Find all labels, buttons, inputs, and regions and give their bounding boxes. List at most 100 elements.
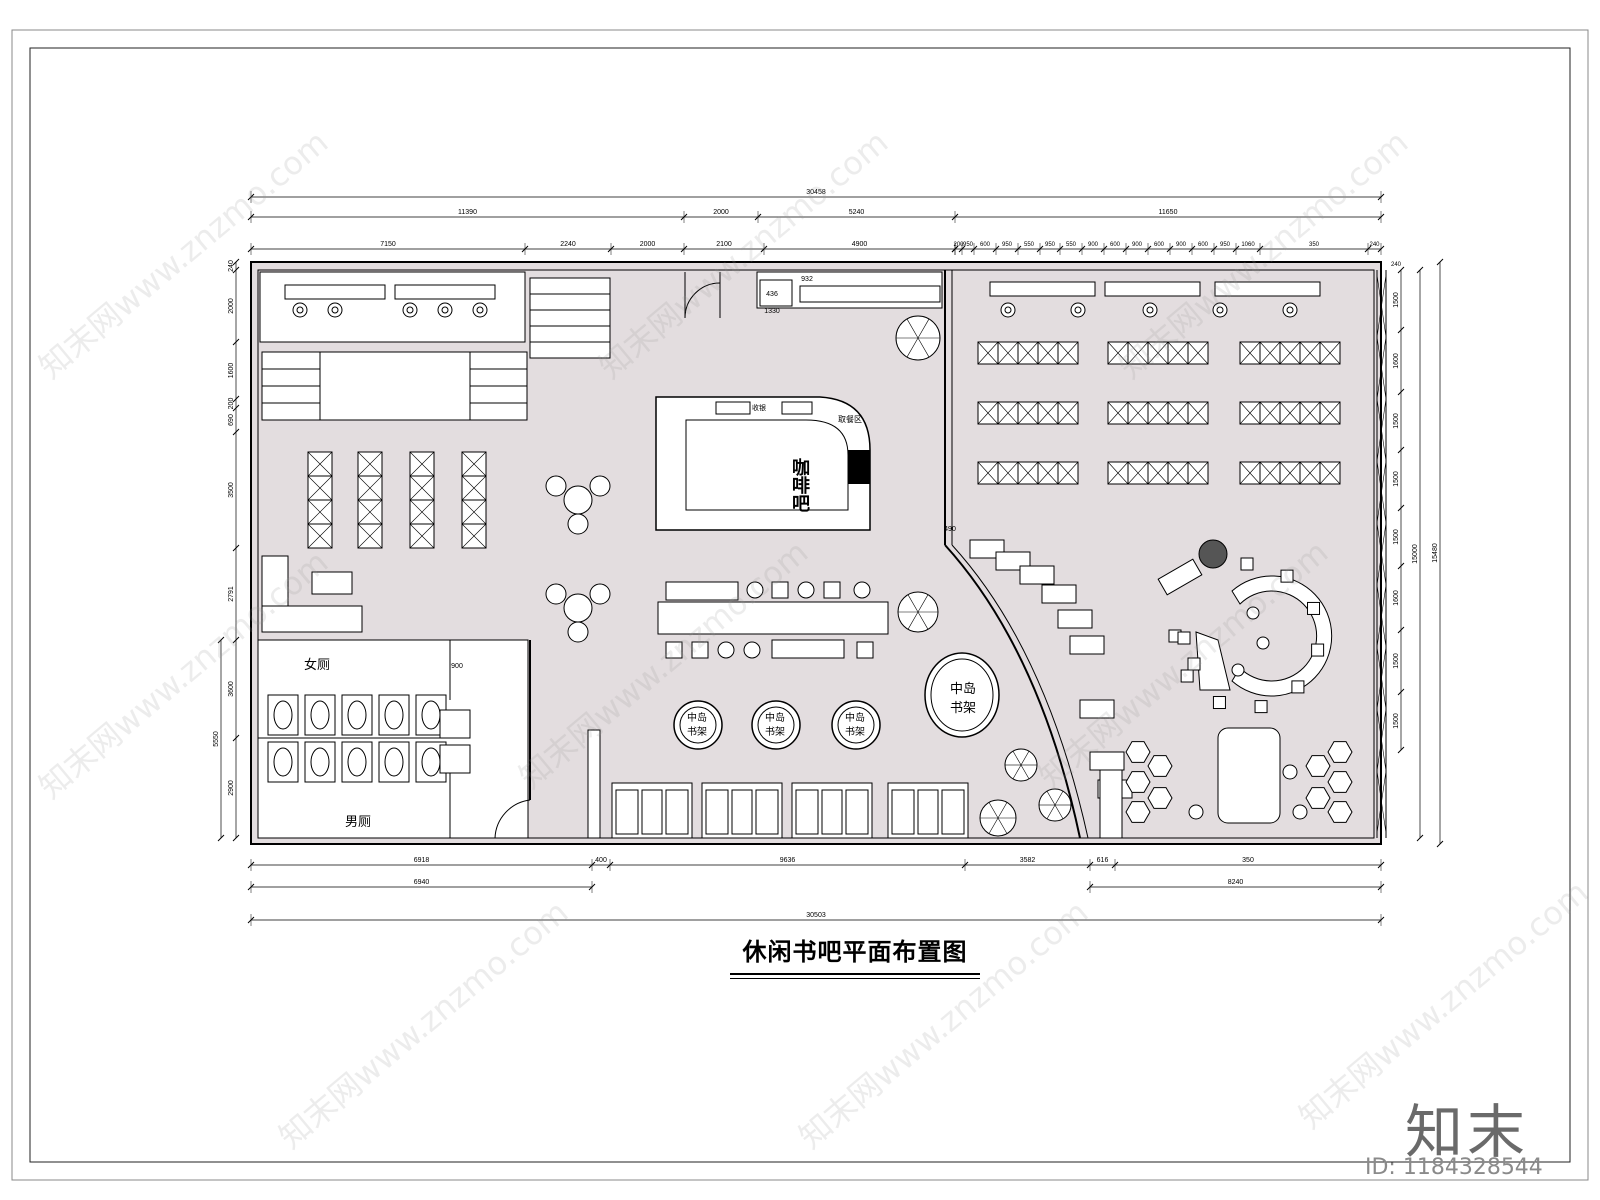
sofa-seat [705,789,729,835]
toilet-icon [347,700,367,730]
sofa-seat [755,789,779,835]
bar-stool [717,641,735,659]
shelf-cross [1239,461,1261,485]
sofa-seat [845,789,869,835]
shelf-cross [1127,341,1149,365]
dim-tick [1397,562,1405,570]
lounge-chair-inner [1074,306,1082,314]
shelf-cross [997,461,1019,485]
wall-panel [1376,708,1387,772]
dim-label: 1500 [1393,653,1400,669]
oval-island-line2: 书架 [950,700,976,715]
shelf-cross [1127,461,1149,485]
dim-label: 1060 [1241,242,1255,248]
dim-tick [1397,326,1405,334]
lounge-chair-inner [331,306,339,314]
dim-label: 900 [1132,242,1143,248]
top-left-lounge [259,271,526,343]
wall-panel [1376,460,1387,524]
shelf-cross [1147,461,1169,485]
dim-label: 2240 [560,241,576,248]
right-bottom-table [1217,727,1281,824]
dim-label: 490 [944,526,956,533]
lounge-chair [402,302,418,318]
dim-label: 15480 [1432,543,1439,563]
dim-label: 1500 [1393,529,1400,545]
stepped-seating [261,277,611,421]
shelf-cross [1187,461,1209,485]
dim-tick [1416,266,1424,274]
long-table-area [657,581,889,659]
round-table [563,593,593,623]
chair [589,475,611,497]
step [1041,584,1077,604]
chair [567,621,589,643]
lounge-chair [1142,302,1158,318]
step [1057,609,1093,629]
dim-label: 30458 [806,189,826,196]
bar-stool [771,581,789,599]
plant-leaf [1020,750,1030,766]
dim-label: 240 [1369,242,1380,248]
dim-label: 550 [1024,242,1035,248]
dim-label: 932 [801,276,813,283]
shelf-cross [1107,461,1129,485]
island-shelf-inner [837,706,875,744]
plant-leaf [917,318,930,339]
lounge-chair [472,302,488,318]
stool [1292,804,1308,820]
lounge-chair-inner [1216,306,1224,314]
drawing-title-block: 休闲书吧平面布置图 [730,932,980,979]
dim-label: 900 [1088,242,1099,248]
dim-tick [1436,840,1444,848]
toilet-icon [310,747,330,777]
plant-tree [1198,539,1228,569]
island-shelf [831,700,881,750]
right-bookshelves [977,341,1341,485]
shelf-cross [307,475,333,501]
desk-chair [1212,696,1226,710]
shelf-cross [1239,401,1261,425]
shelf-cross [461,499,487,525]
plants [895,315,1228,837]
dim-label: 2000 [713,209,729,216]
stool [1282,764,1298,780]
sofa-seat [891,789,915,835]
dim-label: 9636 [780,857,796,864]
plant-leaf [906,337,919,358]
step [1019,565,1055,585]
dim-label: 600 [1154,242,1165,248]
desk-chair [1187,657,1201,671]
lounge-chair [437,302,453,318]
booth-table [731,789,753,835]
shelf-cross [1037,401,1059,425]
toilet-icon [384,747,404,777]
bar-stool [823,581,841,599]
toilet-icon [273,747,293,777]
hex-seat [1305,755,1331,777]
dim-label: 600 [980,242,991,248]
dim-label: 8240 [1228,879,1244,886]
shelf-cross [1017,401,1039,425]
bar-stool [665,641,683,659]
dim-label: 350 [1242,857,1254,864]
desk-chair [1291,680,1305,694]
island-label-line2: 书架 [765,726,785,738]
shelf-cross [1299,461,1321,485]
dim-label: 350 [1309,242,1320,248]
plant-leaf [1020,764,1030,780]
shelf-cross [1167,401,1189,425]
dim-label: 7150 [380,241,396,248]
chair [567,513,589,535]
title-underline [730,973,980,975]
dim-label: 200 [228,398,235,410]
shelf-cross [1107,401,1129,425]
shelf-cross [409,523,435,549]
shelf-cross [307,499,333,525]
dim-label: 1600 [228,363,235,379]
plant-leaf [1012,750,1022,766]
shelf-cross [1259,401,1281,425]
lounge-chair-inner [406,306,414,314]
left-bookshelves [307,451,487,549]
dim-label: 1500 [1393,471,1400,487]
